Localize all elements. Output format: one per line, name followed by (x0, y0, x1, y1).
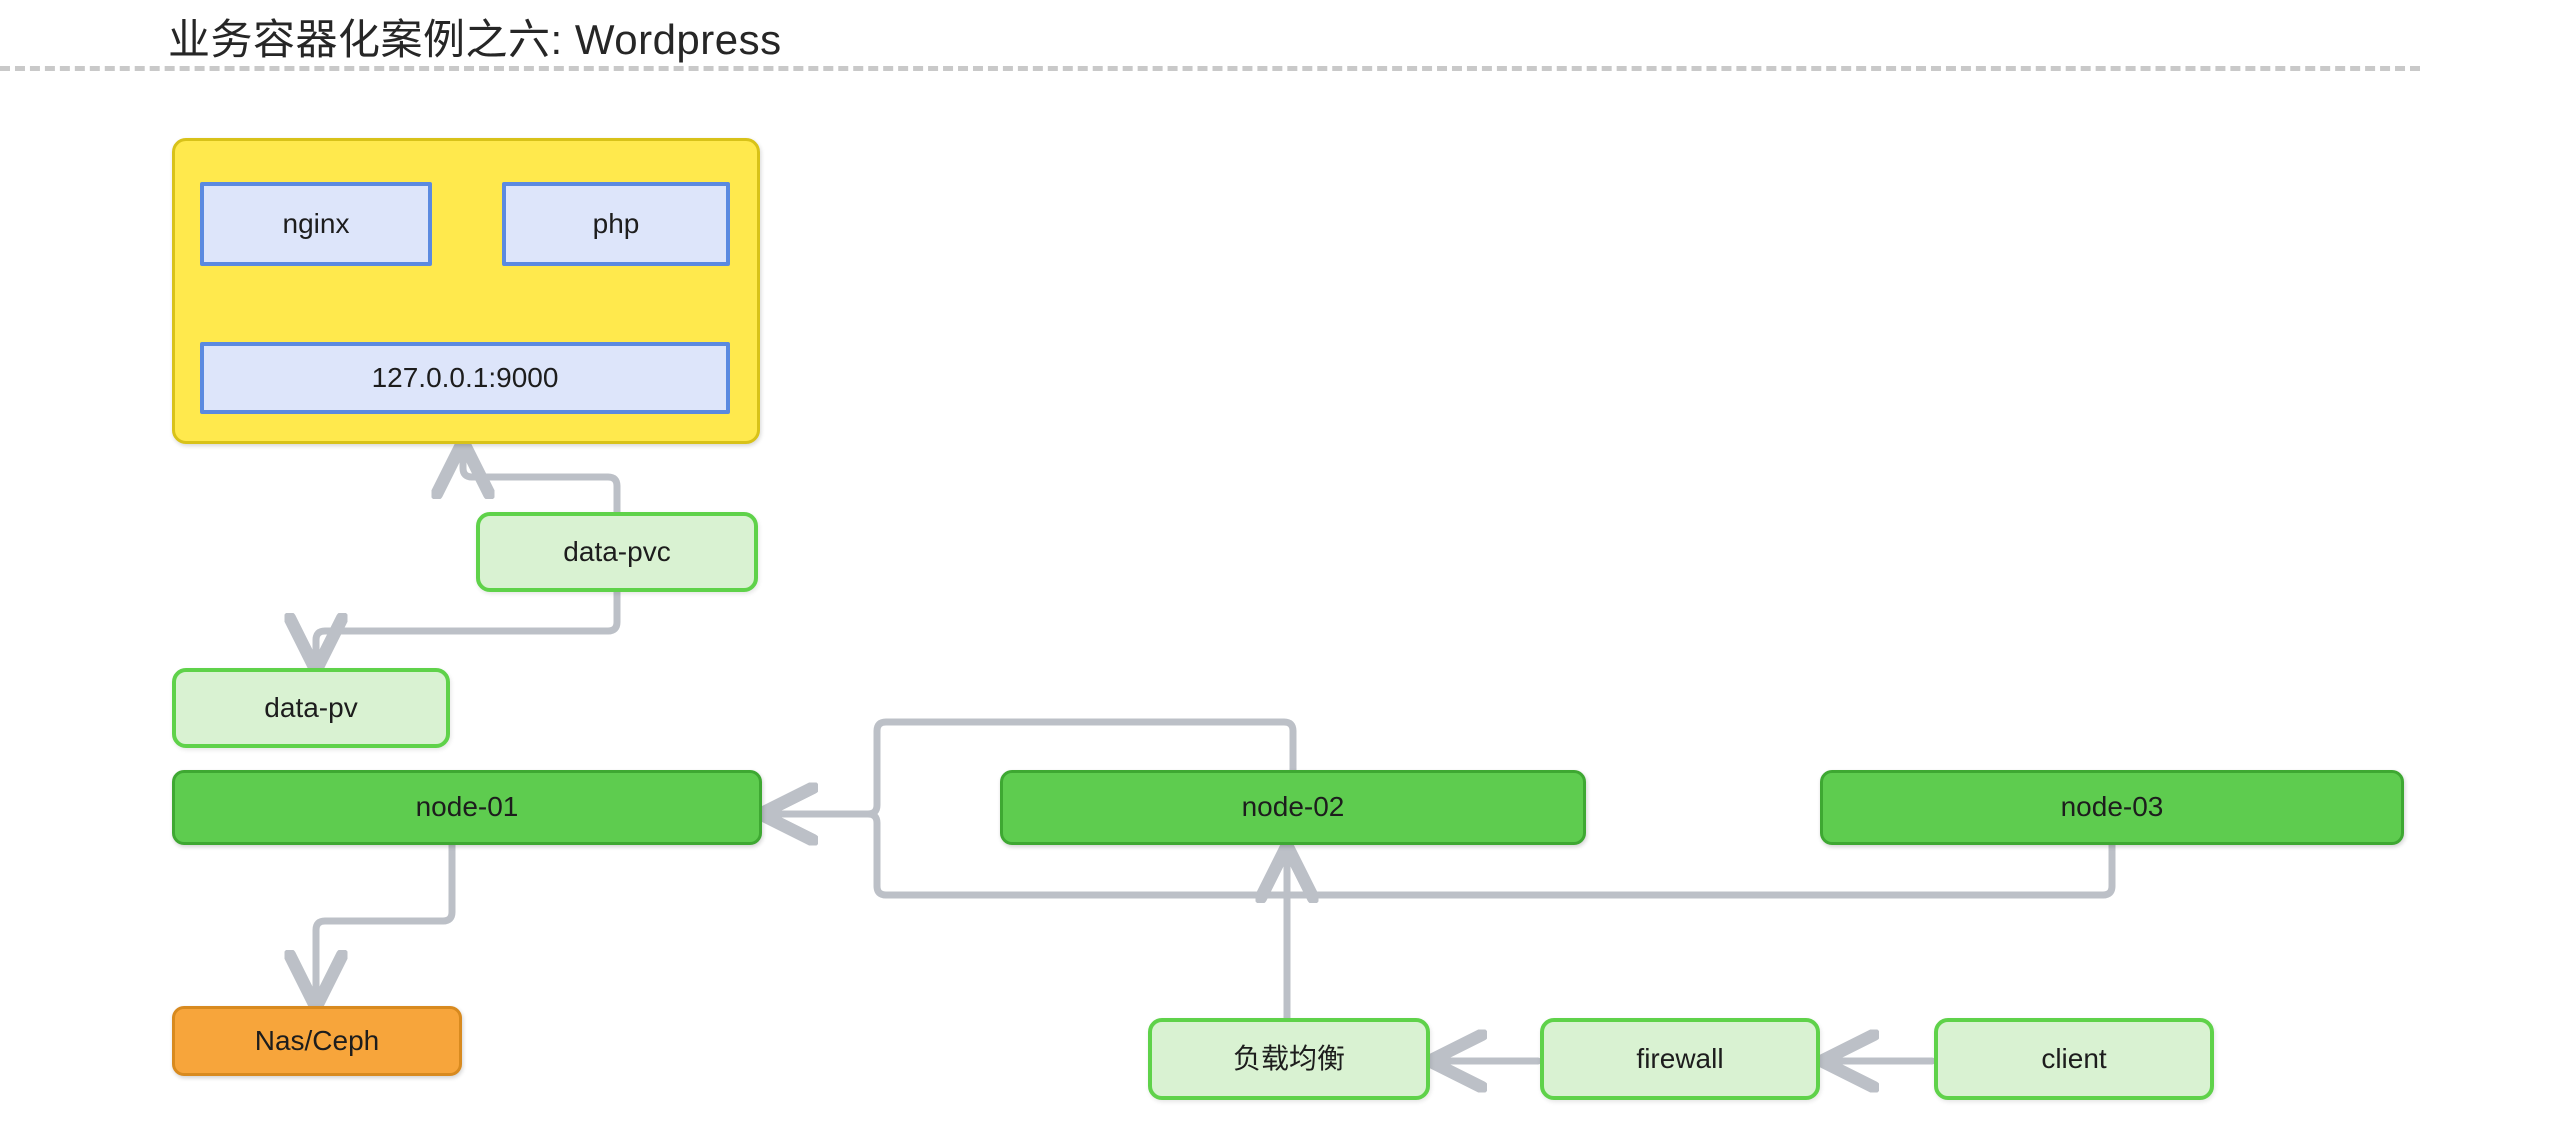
node-02-box[interactable]: node-02 (1000, 770, 1586, 845)
client-label: client (2041, 1042, 2107, 1074)
title-separator (0, 66, 2420, 71)
load-balancer-label: 负载均衡 (1232, 1041, 1345, 1075)
node-01-box[interactable]: node-01 (172, 770, 762, 845)
nas-ceph-label: Nas/Ceph (254, 1024, 380, 1056)
load-balancer-box[interactable]: 负载均衡 (1148, 1018, 1430, 1100)
edge-node01-to-nas (316, 841, 456, 1005)
client-box[interactable]: client (1934, 1018, 2214, 1100)
data-pv-box[interactable]: data-pv (172, 668, 450, 748)
node-02-label: node-02 (1241, 791, 1345, 823)
container-php-label: php (592, 207, 640, 239)
edge-pvc-to-pv (316, 588, 621, 668)
data-pv-label: data-pv (264, 691, 358, 723)
fastcgi-endpoint-label: 127.0.0.1:9000 (371, 361, 559, 393)
container-nginx-label: nginx (282, 207, 350, 239)
data-pvc-label: data-pvc (563, 535, 671, 567)
firewall-label: firewall (1636, 1042, 1724, 1074)
page-title: 业务容器化案例之六: Wordpress (168, 16, 782, 63)
firewall-box[interactable]: firewall (1540, 1018, 1820, 1100)
data-pvc-box[interactable]: data-pvc (476, 512, 758, 592)
container-php[interactable]: php (502, 182, 730, 266)
node-01-label: node-01 (415, 791, 519, 823)
node-03-box[interactable]: node-03 (1820, 770, 2404, 845)
nas-ceph-box[interactable]: Nas/Ceph (172, 1006, 462, 1076)
node-03-label: node-03 (2060, 791, 2164, 823)
container-nginx[interactable]: nginx (200, 182, 432, 266)
fastcgi-endpoint[interactable]: 127.0.0.1:9000 (200, 342, 730, 414)
edge-pvc-to-pod (463, 444, 621, 516)
